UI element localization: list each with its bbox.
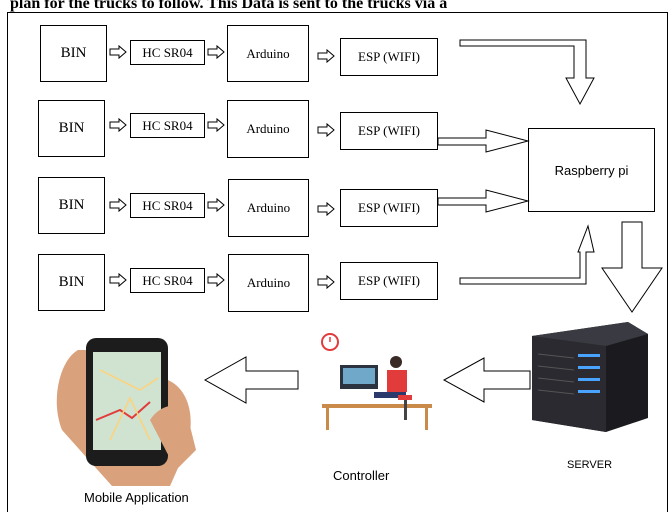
server-illustration [532,322,648,432]
bin-box-2: BIN [38,100,105,157]
arrow-esp4-to-pi [459,224,595,285]
sensor-box-2: HC SR04 [130,113,205,138]
sensor-box-1: HC SR04 [130,40,205,65]
esp-box-2: ESP (WIFI) [340,112,438,150]
arrow-server-to-controller [442,357,531,403]
server-label: SERVER [567,459,613,471]
bin-box-3: BIN [38,177,105,234]
sensor-box-3: HC SR04 [130,193,205,218]
diagram-frame [7,12,668,512]
bin-box-1: BIN [40,25,107,82]
arrow-esp1-to-pi [459,39,595,106]
arduino-box-1: Arduino [227,25,309,82]
controller-label: Controller [333,468,390,483]
arrow-esp2-to-pi [437,129,530,153]
sensor-box-4: HC SR04 [130,268,205,293]
arrow-esp3-to-pi [437,189,530,213]
arduino-box-2: Arduino [227,100,309,158]
esp-box-3: ESP (WIFI) [340,189,438,227]
arrow-pi-to-server [601,221,663,313]
raspberry-pi-box: Raspberry pi [528,128,655,212]
esp-box-4: ESP (WIFI) [340,262,438,300]
arduino-box-4: Arduino [228,254,309,312]
arrow-controller-to-mobile [203,356,299,404]
small-arrows [109,45,335,289]
arduino-box-3: Arduino [228,179,309,237]
controller-illustration [321,333,432,430]
bin-box-4: BIN [38,254,105,311]
mobile-illustration [56,338,196,486]
esp-box-1: ESP (WIFI) [340,38,438,76]
mobile-application-label: Mobile Application [84,490,189,505]
top-caption: plan for the trucks to follow. This Data… [10,0,448,12]
